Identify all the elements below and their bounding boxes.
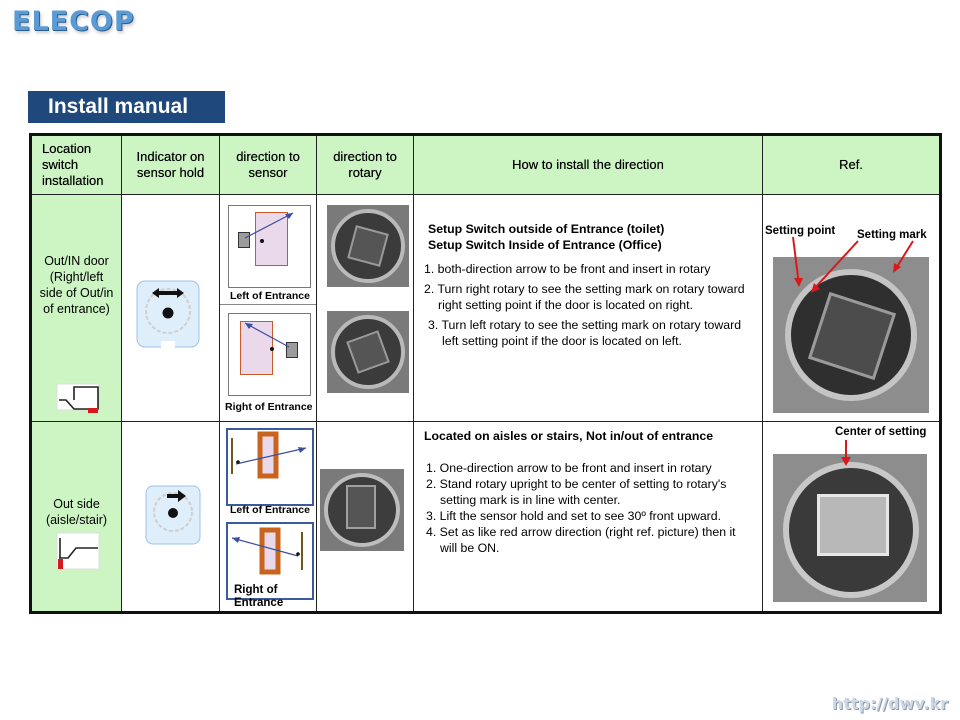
rotary-photo [327, 311, 409, 393]
setting-mark-label: Setting mark [857, 229, 927, 241]
elecop-logo: ELECOP [12, 6, 135, 37]
door-install-icon [56, 383, 100, 413]
setting-point-label: Setting point [765, 225, 836, 237]
direction-arrow-icon [244, 322, 290, 351]
ref-photo [773, 454, 927, 602]
ref-cell: Center of setting [762, 421, 941, 613]
direction-arrow-icon [244, 212, 294, 243]
table-row: Out side (aisle/stair) [30, 421, 941, 613]
header-direction-rotary: direction to rotary [316, 134, 414, 195]
indicator-cell [121, 194, 220, 422]
header-row: Location switch installation Indicator o… [30, 134, 941, 195]
ref-cell: Setting point Setting mark [762, 194, 941, 422]
both-direction-arrow-icon [136, 280, 200, 349]
instruction-heading: Located on aisles or stairs, Not in/out … [424, 429, 714, 443]
sensor-shape [286, 342, 298, 358]
instruction-step: 4. Set as like red arrow direction (righ… [426, 525, 736, 555]
instruction-heading: Setup Switch Inside of Entrance (Office) [428, 238, 662, 252]
instruction-step: 3. Turn left rotary to see the setting m… [428, 318, 742, 348]
indicator-cell [121, 421, 220, 613]
door-shape [255, 212, 288, 266]
caption-left-of-entrance: Left of Entrance [230, 504, 310, 516]
page-title: Install manual [28, 91, 225, 123]
direction-sensor-cell: Left of Entrance Right of Entrance [219, 421, 317, 613]
one-direction-arrow-icon [145, 485, 201, 545]
instruction-step: 2. Stand rotary upright to be center of … [426, 477, 727, 507]
ref-arrows [792, 236, 914, 293]
sensor-shape [238, 232, 250, 248]
instruction-step: 3. Lift the sensor hold and set to see 3… [426, 509, 722, 523]
caption-left-of-entrance: Left of Entrance [230, 290, 310, 302]
caption-right-of-entrance: Right of Entrance [225, 401, 313, 413]
header-indicator: Indicator on sensor hold [121, 134, 220, 195]
direction-rotary-cell [316, 194, 414, 422]
location-text: Out/IN door (Right/left side of Out/in o… [39, 254, 114, 316]
ref-arrows [841, 440, 851, 466]
rotary-photo [327, 205, 409, 287]
instructions-cell: Setup Switch outside of Entrance (toilet… [413, 194, 763, 422]
caption-right-of-entrance: Right of Entrance [234, 584, 284, 609]
header-ref: Ref. [762, 134, 941, 195]
header-how-to: How to install the direction [413, 134, 763, 195]
location-cell: Out side (aisle/stair) [30, 421, 122, 613]
direction-sensor-cell: Left of Entrance Right of Entrance [219, 194, 317, 422]
header-direction-sensor: direction to sensor [219, 134, 317, 195]
sensor-left-diagram [231, 431, 307, 479]
sensor-right-diagram: Right of Entrance [220, 305, 316, 421]
table-row: Out/IN door (Right/left side of Out/in o… [30, 194, 941, 422]
instructions-cell: Located on aisles or stairs, Not in/out … [413, 421, 763, 613]
instruction-step: 1. One-direction arrow to be front and i… [426, 461, 712, 475]
sensor-right-diagram [231, 527, 303, 575]
stair-install-icon [56, 532, 100, 570]
rotary-photo [320, 469, 404, 551]
center-of-setting-label: Center of setting [835, 426, 927, 438]
location-cell: Out/IN door (Right/left side of Out/in o… [30, 194, 122, 422]
instruction-heading: Setup Switch outside of Entrance (toilet… [428, 222, 665, 236]
instruction-step: 2. Turn right rotary to see the setting … [424, 282, 745, 312]
install-manual-table: Location switch installation Indicator o… [29, 133, 942, 614]
header-location: Location switch installation [30, 134, 122, 195]
sensor-left-diagram: Left of Entrance [220, 195, 316, 305]
instruction-step: 1. both-direction arrow to be front and … [424, 262, 711, 276]
location-text: Out side (aisle/stair) [45, 497, 108, 527]
footer-url: http://dwv.kr [831, 694, 948, 713]
direction-rotary-cell [316, 421, 414, 613]
